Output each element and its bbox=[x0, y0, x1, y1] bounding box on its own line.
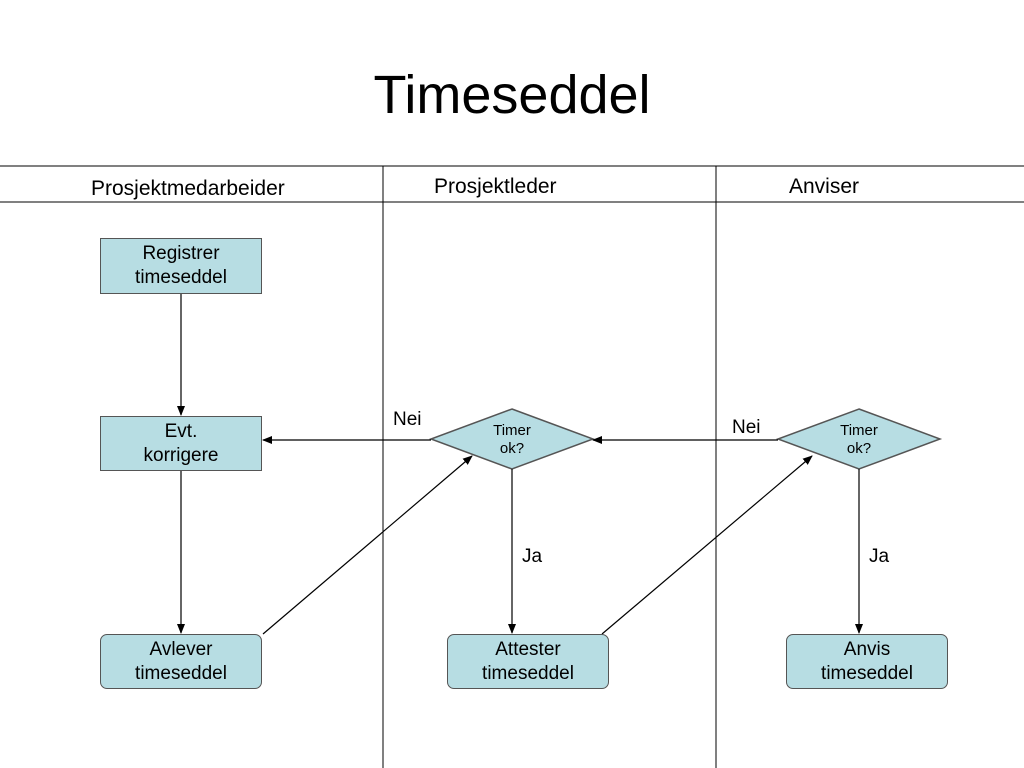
terminal-attester-timeseddel: Attester timeseddel bbox=[447, 634, 609, 689]
node-line-1: Avlever bbox=[149, 638, 213, 660]
edge-label-anviser-nei: Nei bbox=[732, 417, 761, 438]
edge-label-leder-ja: Ja bbox=[522, 546, 543, 567]
decision-label-leder: Timer ok? bbox=[472, 420, 552, 460]
node-line-2: timeseddel bbox=[135, 662, 227, 684]
decision-line-1: Timer bbox=[840, 422, 878, 439]
node-line-2: korrigere bbox=[143, 444, 219, 466]
arrow-avlever-to-decision-leder bbox=[262, 455, 473, 635]
decision-label-anviser: Timer ok? bbox=[819, 420, 899, 460]
edge-label-leder-nei: Nei bbox=[393, 409, 422, 430]
node-line-2: timeseddel bbox=[482, 662, 574, 684]
process-evt-korrigere: Evt. korrigere bbox=[100, 416, 262, 471]
node-line-1: Evt. bbox=[164, 420, 198, 442]
node-line-2: timeseddel bbox=[821, 662, 913, 684]
terminal-anvis-timeseddel: Anvis timeseddel bbox=[786, 634, 948, 689]
decision-line-2: ok? bbox=[499, 440, 525, 457]
edge-label-anviser-ja: Ja bbox=[869, 546, 890, 567]
arrow-attester-to-decision-anviser bbox=[601, 455, 813, 635]
process-registrer-timeseddel: Registrer timeseddel bbox=[100, 238, 262, 294]
terminal-avlever-timeseddel: Avlever timeseddel bbox=[100, 634, 262, 689]
node-line-1: Registrer bbox=[142, 243, 220, 264]
lane-header-prosjektleder: Prosjektleder bbox=[434, 175, 557, 198]
node-line-1: Anvis bbox=[843, 638, 891, 660]
node-line-1: Attester bbox=[495, 638, 561, 660]
lane-header-anviser: Anviser bbox=[789, 175, 860, 198]
decision-line-1: Timer bbox=[493, 422, 531, 439]
lane-header-prosjektmedarbeider: Prosjektmedarbeider bbox=[91, 177, 285, 200]
node-line-2: timeseddel bbox=[135, 267, 227, 288]
page-title: Timeseddel bbox=[373, 65, 651, 125]
decision-line-2: ok? bbox=[846, 440, 872, 457]
